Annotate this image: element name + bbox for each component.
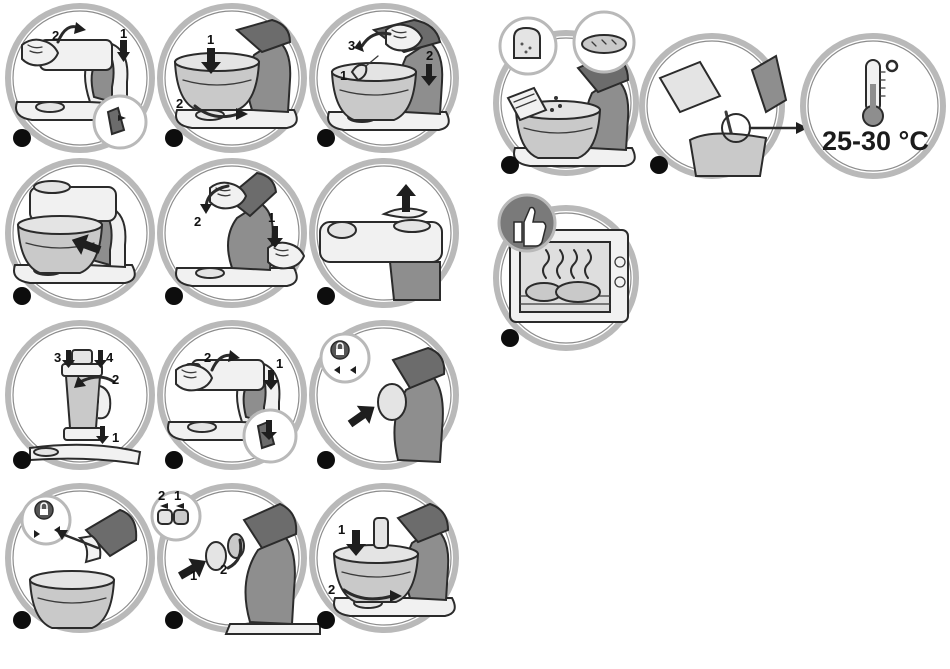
step-dot <box>13 451 31 469</box>
temperature-panel: 25-30 °C <box>803 36 943 176</box>
step-8-panel: 2 1 <box>160 323 304 469</box>
step-7-panel: 3 4 2 1 <box>8 323 152 469</box>
lock-icon <box>35 501 53 519</box>
step-label: 1 <box>120 26 127 41</box>
step-6-panel <box>312 161 456 305</box>
bowl-icon <box>30 571 114 628</box>
step-dot <box>13 287 31 305</box>
step-label: 2 <box>204 350 211 365</box>
step-label: 2 <box>328 582 335 597</box>
step-label: 4 <box>106 350 114 365</box>
step-dot <box>165 611 183 629</box>
step-dot <box>13 129 31 147</box>
step-dot <box>13 611 31 629</box>
step-dot <box>650 156 668 174</box>
step-9-panel <box>312 323 456 469</box>
step-label: 2 <box>52 28 59 43</box>
step-13-panel <box>496 12 636 174</box>
bread-icon <box>582 35 626 53</box>
step-12-panel: 1 2 <box>312 486 456 630</box>
step-label: 1 <box>268 210 275 225</box>
step-label: 2 <box>176 96 183 111</box>
temperature-label: 25-30 °C <box>822 126 929 156</box>
step-label: 2 <box>194 214 201 229</box>
step-11-panel: 2 1 1 2 <box>152 486 320 634</box>
step-14-panel <box>642 36 808 176</box>
step-label: 1 <box>112 430 119 445</box>
step-label: 1 <box>276 356 283 371</box>
step-dot <box>165 287 183 305</box>
step-dot <box>501 156 519 174</box>
step-4-panel <box>8 161 152 305</box>
step-label: 1 <box>340 68 347 83</box>
step-dot <box>165 451 183 469</box>
bread-slice-icon <box>514 28 540 58</box>
step-label: 2 <box>112 372 119 387</box>
step-1-panel: 2 1 <box>8 6 152 150</box>
step-10-panel <box>8 486 152 630</box>
step-label: 1 <box>207 32 214 47</box>
step-label: 2 <box>426 48 433 63</box>
step-label: 1 <box>338 522 345 537</box>
step-label: 3 <box>348 38 355 53</box>
step-2-panel: 1 2 <box>160 6 304 150</box>
bread-icon <box>526 282 600 302</box>
step-dot <box>317 611 335 629</box>
step-dot <box>317 451 335 469</box>
step-label: 1 <box>174 488 181 503</box>
step-label: 1 <box>190 568 197 583</box>
step-3-panel: 3 1 2 <box>312 6 456 150</box>
step-15-panel <box>496 195 636 348</box>
lock-icon <box>331 341 349 359</box>
step-dot <box>501 329 519 347</box>
step-5-panel: 2 1 <box>160 161 304 305</box>
step-label: 2 <box>220 562 227 577</box>
step-dot <box>165 129 183 147</box>
step-label: 2 <box>158 488 165 503</box>
step-dot <box>317 287 335 305</box>
mixer-icon <box>14 181 135 283</box>
step-label: 3 <box>54 350 61 365</box>
step-dot <box>317 129 335 147</box>
